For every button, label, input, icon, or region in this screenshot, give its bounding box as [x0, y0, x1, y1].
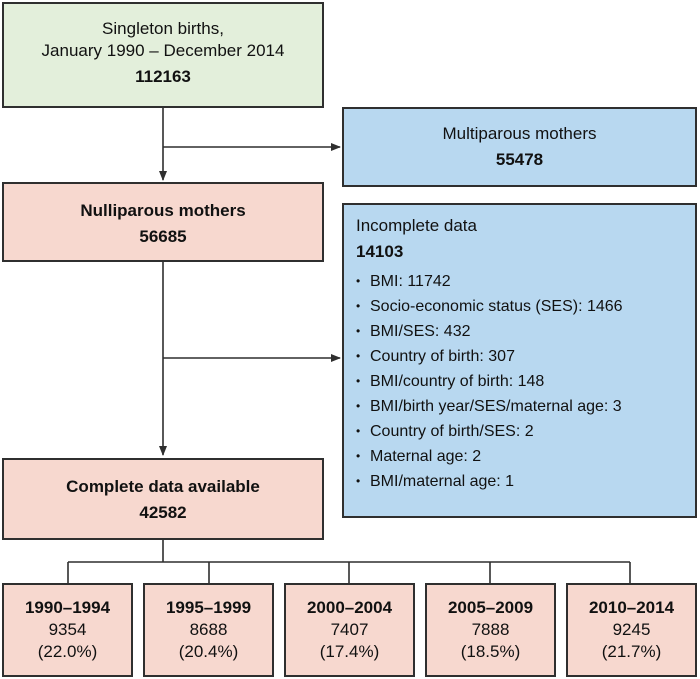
- singleton-births-box: Singleton births, January 1990 – Decembe…: [2, 2, 324, 108]
- period-count: 7888: [471, 620, 510, 639]
- period-count: 9354: [48, 620, 87, 639]
- period-box-2010-2014: 2010–2014 9245 (21.7%): [566, 583, 697, 677]
- period-label: 2010–2014: [588, 598, 675, 617]
- period-count: 8688: [189, 620, 228, 639]
- complete-title: Complete data available: [66, 477, 260, 496]
- singleton-line1: Singleton births,: [102, 19, 224, 38]
- period-label: 1995–1999: [165, 598, 252, 617]
- singleton-line2: January 1990 – December 2014: [41, 41, 285, 60]
- period-count: 9245: [612, 620, 651, 639]
- incomplete-data-box: Incomplete data 14103 BMI: 11742 Socio-e…: [342, 203, 697, 518]
- complete-count: 42582: [139, 503, 187, 522]
- period-percent: (18.5%): [460, 642, 521, 661]
- period-percent: (22.0%): [37, 642, 98, 661]
- period-box-2005-2009: 2005–2009 7888 (18.5%): [425, 583, 556, 677]
- nulliparous-box: Nulliparous mothers 56685: [2, 182, 324, 262]
- nulliparous-count: 56685: [139, 227, 187, 246]
- multiparous-title: Multiparous mothers: [442, 124, 597, 143]
- period-label: 2000–2004: [306, 598, 393, 617]
- period-box-1995-1999: 1995–1999 8688 (20.4%): [143, 583, 274, 677]
- nulliparous-title: Nulliparous mothers: [80, 201, 246, 220]
- incomplete-count: 14103: [356, 242, 404, 261]
- incomplete-reason-list: BMI: 11742 Socio-economic status (SES): …: [356, 269, 695, 494]
- singleton-count: 112163: [135, 67, 191, 86]
- period-percent: (21.7%): [601, 642, 662, 661]
- period-label: 2005–2009: [447, 598, 534, 617]
- list-item: BMI/maternal age: 1: [356, 469, 695, 494]
- list-item: BMI: 11742: [356, 269, 695, 294]
- incomplete-title: Incomplete data: [356, 216, 477, 235]
- period-percent: (20.4%): [178, 642, 239, 661]
- period-box-1990-1994: 1990–1994 9354 (22.0%): [2, 583, 133, 677]
- multiparous-box: Multiparous mothers 55478: [342, 107, 697, 187]
- list-item: BMI/country of birth: 148: [356, 369, 695, 394]
- period-box-2000-2004: 2000–2004 7407 (17.4%): [284, 583, 415, 677]
- list-item: BMI/birth year/SES/maternal age: 3: [356, 394, 695, 419]
- list-item: BMI/SES: 432: [356, 319, 695, 344]
- multiparous-count: 55478: [495, 150, 544, 169]
- complete-data-box: Complete data available 42582: [2, 458, 324, 540]
- period-label: 1990–1994: [24, 598, 111, 617]
- list-item: Maternal age: 2: [356, 444, 695, 469]
- period-count: 7407: [330, 620, 369, 639]
- list-item: Socio-economic status (SES): 1466: [356, 294, 695, 319]
- list-item: Country of birth/SES: 2: [356, 419, 695, 444]
- list-item: Country of birth: 307: [356, 344, 695, 369]
- period-percent: (17.4%): [319, 642, 380, 661]
